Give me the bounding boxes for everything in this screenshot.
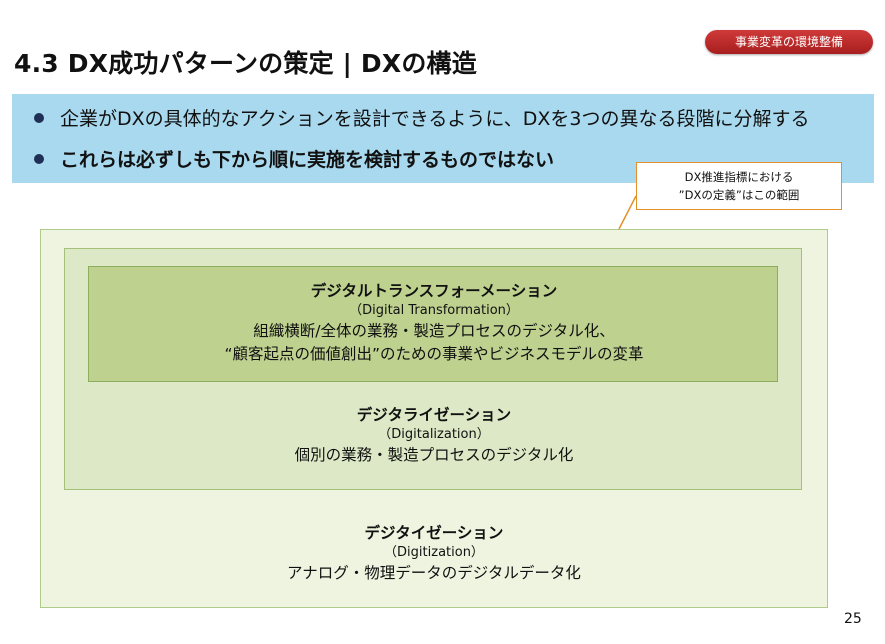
bullet-text: これらは必ずしも下から順に実施を検討するものではない — [60, 149, 555, 171]
page-title: 4.3 DX成功パターンの策定 | DXの構造 — [14, 49, 477, 78]
level-description: “顧客起点の価値創出”のための事業やビジネスモデルの変革 — [224, 345, 644, 363]
level-digitization: デジタイゼーション （Digitization） アナログ・物理データのデジタル… — [84, 522, 784, 585]
dx-definition-callout: DX推進指標における ”DXの定義”はこの範囲 — [636, 162, 842, 210]
level-digitalization: デジタライゼーション （Digitalization） 個別の業務・製造プロセス… — [84, 404, 784, 467]
level-description: 個別の業務・製造プロセスのデジタル化 — [294, 446, 574, 464]
bullet-item: 企業がDXの具体的なアクションを設計できるように、DXを3つの異なる段階に分解す… — [34, 104, 809, 131]
level-english-name: （Digitization） — [384, 545, 484, 560]
level-english-name: （Digital Transformation） — [349, 303, 519, 318]
summary-banner: 企業がDXの具体的なアクションを設計できるように、DXを3つの異なる段階に分解す… — [12, 94, 874, 183]
level-description: 組織横断/全体の業務・製造プロセスのデジタル化、 — [253, 322, 615, 340]
level-description: アナログ・物理データのデジタルデータ化 — [287, 564, 581, 582]
bullet-dot-icon — [34, 153, 44, 164]
level-heading: デジタライゼーション — [356, 406, 512, 424]
level-english-name: （Digitalization） — [378, 427, 490, 442]
bullet-dot-icon — [34, 112, 44, 123]
page-number: 25 — [844, 611, 862, 627]
transformation-box — [88, 266, 778, 382]
bullet-item: これらは必ずしも下から順に実施を検討するものではない — [34, 145, 554, 172]
callout-line: ”DXの定義”はこの範囲 — [678, 188, 800, 202]
level-heading: デジタイゼーション — [364, 524, 504, 542]
callout-line: DX推進指標における — [684, 170, 794, 184]
level-transformation: デジタルトランスフォーメーション （Digital Transformation… — [84, 280, 784, 366]
level-heading: デジタルトランスフォーメーション — [310, 282, 558, 300]
section-badge: 事業変革の環境整備 — [705, 30, 873, 54]
bullet-text: 企業がDXの具体的なアクションを設計できるように、DXを3つの異なる段階に分解す… — [60, 108, 810, 130]
